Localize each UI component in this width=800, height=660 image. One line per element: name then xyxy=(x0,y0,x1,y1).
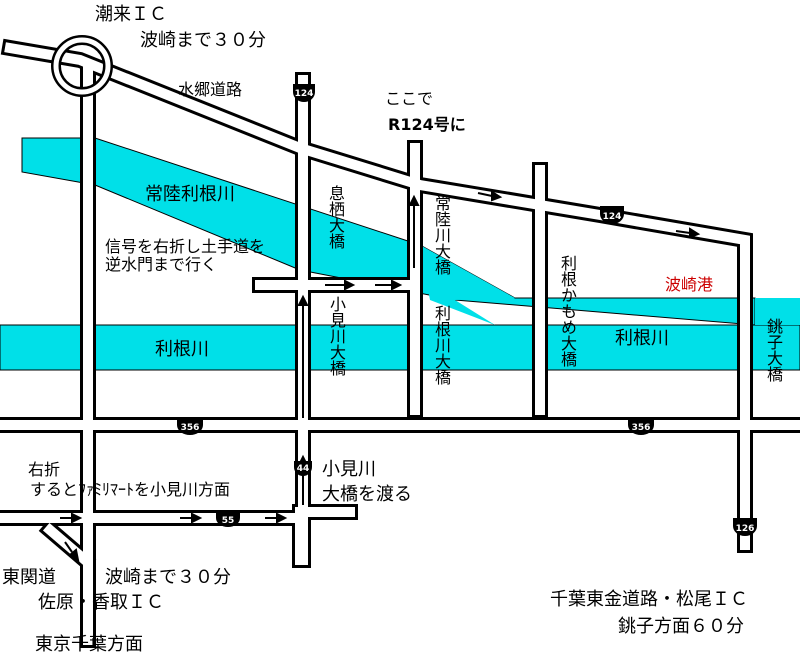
route-124-top-shield: 124 xyxy=(293,84,315,102)
signal-note-1: 信号を右折し土手道を xyxy=(105,237,265,256)
svg-text:55: 55 xyxy=(222,516,235,526)
cross-bridge-label: 大橋を渡る xyxy=(322,484,412,505)
svg-text:356: 356 xyxy=(632,423,651,433)
hitachi-tone-river-label: 常陸利根川 xyxy=(145,184,235,205)
svg-text:356: 356 xyxy=(181,423,200,433)
tone-bridge-label: 利根川大橋 xyxy=(432,305,451,385)
hasaki-30-bottom-label: 波崎まで３０分 xyxy=(105,567,231,588)
signal-note-2: 逆水門まで行く xyxy=(105,255,217,274)
tone-river xyxy=(0,324,800,371)
tokyo-chiba-label: 東京千葉方面 xyxy=(35,634,143,655)
higashi-kanto-label: 東関道 xyxy=(2,567,56,588)
sawara-katori-label: 佐原・香取ＩＣ xyxy=(38,592,164,613)
familymart-note: するとﾌｧﾐﾘﾏｰﾄを小見川方面 xyxy=(30,480,230,499)
omigawa-label: 小見川 xyxy=(322,459,376,480)
koko-de-label: ここで xyxy=(385,89,433,108)
iki-bridge-label: 息栖大橋 xyxy=(326,185,345,249)
route-124-right-shield: 124 xyxy=(600,206,624,224)
roads xyxy=(0,38,800,648)
turn-right-label: 右折 xyxy=(28,460,60,479)
svg-text:124: 124 xyxy=(295,89,314,99)
hitachi-tone-river xyxy=(21,137,756,326)
route-356-left-shield: 356 xyxy=(177,418,203,435)
svg-text:124: 124 xyxy=(603,212,622,222)
suigo-road-label: 水郷道路 xyxy=(178,80,242,99)
omigawa-bridge-label: 小見川大橋 xyxy=(327,296,346,376)
kamome-bridge-label: 利根かもめ大橋 xyxy=(558,255,577,367)
chiba-togane-label: 千葉東金道路・松尾ＩＣ xyxy=(550,589,748,610)
hasaki-port-label: 波崎港 xyxy=(665,275,713,294)
choshi-bridge-label: 銚子大橋 xyxy=(764,318,783,382)
route-126-shield: 126 xyxy=(733,518,757,536)
hitachi-bridge-label: 常陸川大橋 xyxy=(432,195,451,275)
route-356-right-shield: 356 xyxy=(628,418,654,435)
route-55-shield: 55 xyxy=(216,513,240,527)
hasaki-30-top-label: 波崎まで３０分 xyxy=(140,30,266,51)
svg-text:126: 126 xyxy=(736,524,755,534)
r124-label: R124号に xyxy=(388,115,466,134)
svg-text:44: 44 xyxy=(297,464,310,474)
tone-river-right-label: 利根川 xyxy=(615,328,669,349)
hitachi-tone-river-lower xyxy=(420,245,800,325)
itako-ic-label: 潮来ＩＣ xyxy=(95,4,167,25)
tone-river-left-label: 利根川 xyxy=(155,339,209,360)
choshi-60-label: 銚子方面６０分 xyxy=(618,616,744,637)
route-44-shield: 44 xyxy=(294,461,312,476)
